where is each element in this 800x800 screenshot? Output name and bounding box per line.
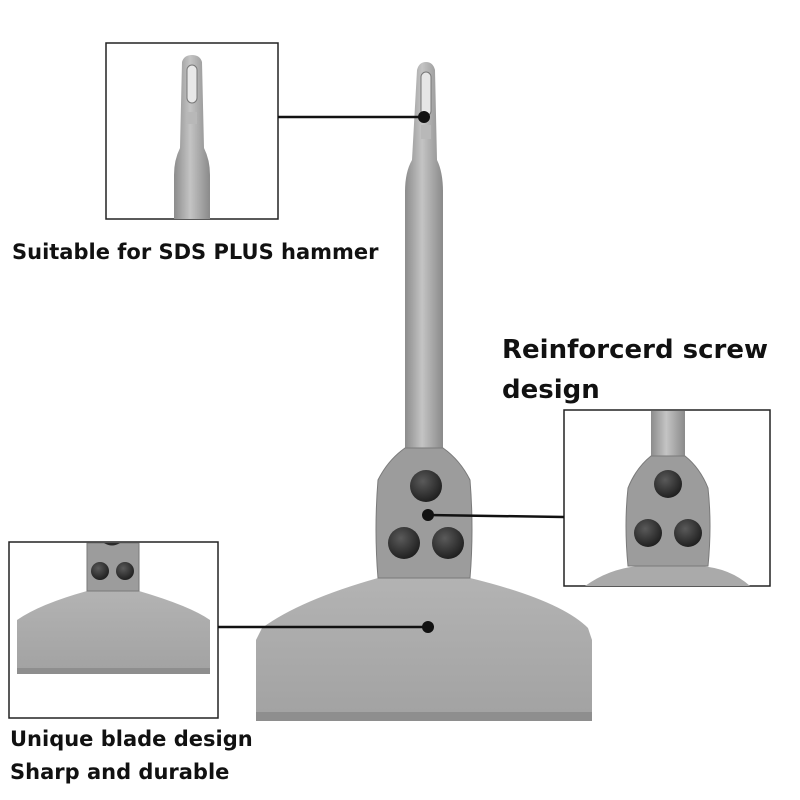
main-screw-right [432,527,464,559]
sds-shank-closeup-icon [174,55,210,219]
callout-shank [105,42,430,220]
callout-blade [8,541,434,719]
screw-callout-line-1: Reinforcerd screw [502,335,768,365]
shank-callout-label: Suitable for SDS PLUS hammer [12,240,379,264]
leader-dot-shank [418,111,430,123]
leader-line-screw [427,513,565,519]
leader-dot-blade [422,621,434,633]
main-screw-top [410,470,442,502]
main-shank-groove [421,125,431,139]
screw-callout-line-2: design [502,375,600,405]
main-blade-edge [256,712,592,721]
blade-callout-label: Unique blade design Sharp and durable [10,723,253,789]
main-shank-slot [420,71,432,117]
callout-screw [422,409,771,587]
screw-callout-label: Reinforcerd screw design [502,330,768,410]
screw-plate-closeup-icon [585,411,750,586]
blade-callout-line-2: Sharp and durable [10,760,230,784]
main-screw-left [388,527,420,559]
leader-dot-screw [422,509,434,521]
blade-callout-line-1: Unique blade design [10,727,253,751]
main-shaft [405,190,443,455]
blade-closeup-icon [17,542,210,674]
main-blade [256,578,592,712]
